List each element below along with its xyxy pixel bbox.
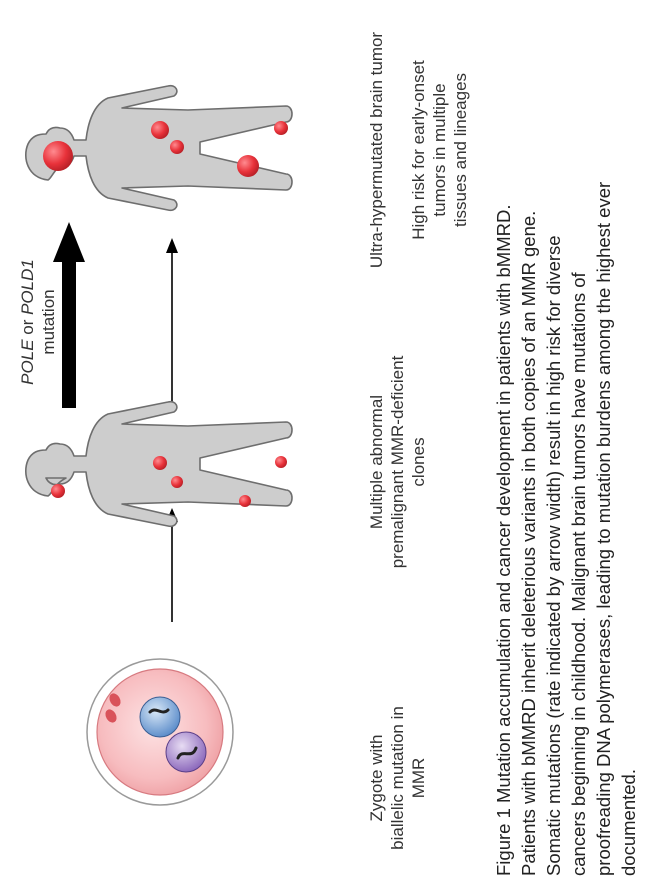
caption-line: Figure 1 Mutation accumulation and cance…: [493, 205, 514, 876]
svg-text:Ultra-hypermutated brain tumor: Ultra-hypermutated brain tumor: [367, 32, 386, 269]
svg-text:Multiple abnormal: Multiple abnormal: [367, 395, 386, 529]
nucleus-purple-icon: [166, 732, 206, 772]
gene-pold1: POLD1: [18, 259, 37, 315]
nucleus-blue-icon: [140, 697, 180, 737]
label-tumor: Ultra-hypermutated brain tumor: [367, 32, 386, 269]
svg-text:tumors in multiple: tumors in multiple: [430, 83, 449, 216]
svg-text:biallelic mutation in: biallelic mutation in: [388, 706, 407, 850]
svg-text:MMR: MMR: [409, 758, 428, 799]
zygote-cell-icon: [87, 659, 233, 805]
svg-text:High risk for early-onset: High risk for early-onset: [409, 60, 428, 240]
svg-text:Zygote with: Zygote with: [367, 735, 386, 822]
svg-text:tissues and lineages: tissues and lineages: [451, 73, 470, 227]
label-highrisk: High risk for early-onset tumors in mult…: [409, 60, 470, 240]
arrow-label-mutation: mutation: [39, 289, 58, 354]
caption-line: proofreading DNA polymerases, leading to…: [593, 182, 614, 876]
label-premalignant: Multiple abnormal premalignant MMR-defic…: [367, 355, 428, 568]
svg-text:POLE or POLD1: POLE or POLD1: [18, 259, 37, 385]
figure-caption: Figure 1 Mutation accumulation and cance…: [493, 182, 639, 876]
arrow-icon: [166, 238, 178, 408]
caption-line: Patients with bMMRD inherit deleterious …: [518, 211, 539, 876]
svg-text:clones: clones: [409, 437, 428, 486]
caption-line: cancers beginning in childhood. Malignan…: [568, 271, 589, 876]
gene-connector: or: [18, 315, 37, 340]
svg-text:premalignant MMR-deficient: premalignant MMR-deficient: [388, 355, 407, 568]
caption-line: documented.: [618, 769, 639, 876]
caption-line: Somatic mutations (rate indicated by arr…: [543, 235, 564, 876]
label-zygote: Zygote with biallelic mutation in MMR: [367, 706, 428, 850]
arrow-label: POLE or POLD1 mutation: [18, 259, 58, 385]
gene-pole: POLE: [18, 339, 37, 385]
